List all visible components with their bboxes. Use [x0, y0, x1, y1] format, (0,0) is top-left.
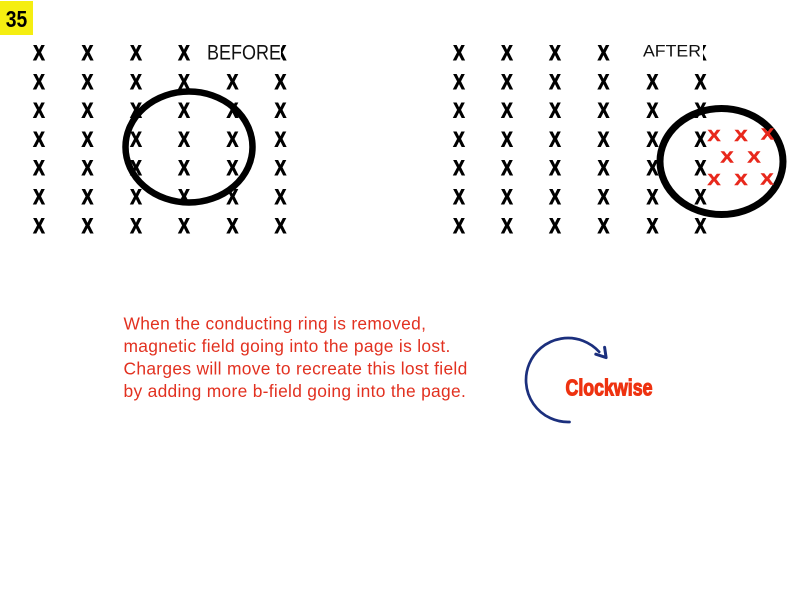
svg-text:X: X: [275, 129, 286, 152]
svg-text:X: X: [130, 215, 141, 238]
svg-text:X: X: [695, 215, 706, 238]
svg-text:X: X: [501, 186, 512, 209]
svg-text:X: X: [647, 71, 658, 94]
svg-text:X: X: [598, 186, 609, 209]
svg-text:35: 35: [6, 6, 28, 32]
svg-text:X: X: [748, 148, 761, 166]
svg-text:X: X: [598, 71, 609, 94]
svg-text:X: X: [453, 42, 464, 65]
svg-text:X: X: [453, 100, 464, 123]
svg-text:X: X: [178, 100, 189, 123]
svg-text:X: X: [549, 158, 560, 181]
svg-text:X: X: [275, 158, 286, 181]
svg-text:X: X: [549, 186, 560, 209]
svg-text:magnetic field going into the: magnetic field going into the page is lo…: [124, 336, 451, 356]
svg-text:X: X: [227, 158, 238, 181]
svg-text:X: X: [33, 158, 44, 181]
svg-text:X: X: [708, 171, 721, 189]
svg-text:X: X: [178, 42, 189, 65]
svg-text:X: X: [130, 186, 141, 209]
svg-text:X: X: [178, 186, 189, 209]
svg-text:X: X: [178, 158, 189, 181]
svg-text:X: X: [501, 129, 512, 152]
svg-text:X: X: [598, 158, 609, 181]
svg-text:Clockwise: Clockwise: [566, 375, 653, 401]
svg-text:X: X: [695, 186, 706, 209]
svg-text:X: X: [275, 71, 286, 94]
svg-text:X: X: [227, 215, 238, 238]
svg-text:X: X: [695, 71, 706, 94]
svg-text:X: X: [227, 129, 238, 152]
svg-text:X: X: [82, 186, 93, 209]
svg-text:X: X: [721, 148, 734, 166]
svg-text:X: X: [501, 42, 512, 65]
svg-text:X: X: [82, 71, 93, 94]
svg-text:X: X: [708, 127, 721, 145]
svg-text:X: X: [82, 158, 93, 181]
svg-text:Charges will move to recreate: Charges will move to recreate this lost …: [124, 359, 468, 379]
svg-text:X: X: [178, 215, 189, 238]
svg-text:X: X: [82, 42, 93, 65]
svg-text:X: X: [549, 215, 560, 238]
svg-text:X: X: [598, 100, 609, 123]
svg-text:X: X: [501, 71, 512, 94]
svg-text:X: X: [761, 125, 774, 143]
svg-text:X: X: [178, 129, 189, 152]
svg-text:X: X: [33, 71, 44, 94]
svg-text:X: X: [227, 71, 238, 94]
svg-text:X: X: [33, 186, 44, 209]
svg-text:X: X: [647, 186, 658, 209]
svg-text:X: X: [33, 42, 44, 65]
svg-text:X: X: [695, 129, 706, 152]
svg-text:X: X: [501, 158, 512, 181]
svg-text:X: X: [647, 158, 658, 181]
svg-text:X: X: [549, 42, 560, 65]
svg-text:AFTER: AFTER: [643, 42, 701, 61]
svg-text:BEFORE: BEFORE: [207, 41, 281, 64]
svg-text:X: X: [735, 127, 748, 145]
svg-text:X: X: [33, 129, 44, 152]
svg-text:X: X: [501, 215, 512, 238]
svg-text:X: X: [761, 170, 774, 188]
svg-text:X: X: [130, 42, 141, 65]
svg-text:X: X: [549, 129, 560, 152]
svg-text:X: X: [735, 171, 748, 189]
svg-text:X: X: [695, 158, 706, 181]
svg-text:X: X: [549, 71, 560, 94]
svg-text:by adding more b-field going i: by adding more b-field going into the pa…: [124, 381, 467, 401]
svg-text:X: X: [501, 100, 512, 123]
svg-text:X: X: [82, 129, 93, 152]
svg-text:X: X: [33, 100, 44, 123]
svg-text:X: X: [549, 100, 560, 123]
svg-text:X: X: [598, 42, 609, 65]
svg-text:When the conducting ring is re: When the conducting ring is removed,: [124, 313, 427, 333]
svg-text:X: X: [647, 215, 658, 238]
svg-text:X: X: [598, 215, 609, 238]
svg-text:X: X: [82, 215, 93, 238]
svg-text:X: X: [82, 100, 93, 123]
svg-text:X: X: [130, 129, 141, 152]
svg-text:X: X: [130, 71, 141, 94]
svg-text:X: X: [453, 71, 464, 94]
svg-text:X: X: [453, 215, 464, 238]
svg-text:X: X: [275, 100, 286, 123]
svg-text:X: X: [275, 215, 286, 238]
svg-text:X: X: [275, 186, 286, 209]
svg-text:X: X: [453, 129, 464, 152]
svg-text:X: X: [33, 215, 44, 238]
svg-text:X: X: [647, 129, 658, 152]
svg-text:X: X: [598, 129, 609, 152]
svg-text:X: X: [647, 100, 658, 123]
svg-text:X: X: [453, 186, 464, 209]
svg-text:X: X: [453, 158, 464, 181]
